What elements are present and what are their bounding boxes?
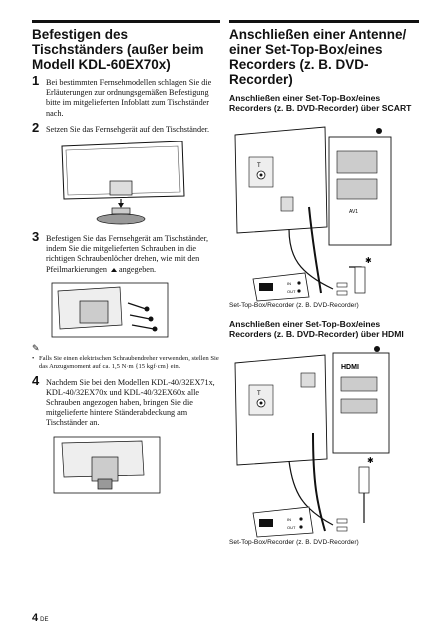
note-icon: ✎ (32, 342, 40, 353)
left-column: Befestigen des Tischständers (außer beim… (32, 20, 220, 495)
subheading-scart: Anschließen einer Set-Top-Box/eines Reco… (229, 93, 412, 113)
rear-cover-illustration (53, 436, 161, 494)
step-number: 1 (32, 73, 40, 88)
note-text: Falls Sie einen elektrischen Schraubendr… (32, 355, 220, 372)
step-number: 3 (32, 229, 40, 245)
screws-illustration (51, 282, 169, 338)
antenna-label: T (257, 163, 261, 169)
step-text: Befestigen Sie das Fernsehgerät am Tisch… (46, 234, 209, 274)
out-label: OUT (287, 525, 296, 530)
step-1: 1 Bei bestimmten Fernsehmodellen schlage… (32, 73, 220, 119)
hdmi-connection-diagram: T HDMI ✱ IN OUT (234, 346, 390, 538)
step-text: Setzen Sie das Fernsehgerät auf den Tisc… (46, 124, 210, 134)
step-text: Nachdem Sie bei den Modellen KDL-40/32EX… (46, 377, 215, 428)
section-rule (229, 20, 419, 23)
antenna-label: T (257, 391, 261, 397)
tv-stand-illustration (61, 141, 185, 225)
section-title-connect: Anschließen einer Antenne/ einer Set-Top… (229, 27, 407, 87)
subheading-hdmi: Anschließen einer Set-Top-Box/eines Reco… (229, 319, 404, 339)
step-text-end: angegeben. (119, 264, 157, 274)
section-rule (32, 20, 220, 23)
step-4: 4 Nachdem Sie bei den Modellen KDL-40/32… (32, 372, 220, 429)
svg-text:✱: ✱ (367, 456, 374, 465)
step-number: 2 (32, 119, 40, 135)
caption-scart-device: Set-Top-Box/Recorder (z. B. DVD-Recorder… (229, 302, 359, 309)
right-column: Anschließen einer Antenne/ einer Set-Top… (229, 20, 419, 546)
scart-connection-diagram: T AV1 ✱ IN OUT (234, 126, 392, 302)
step-2: 2 Setzen Sie das Fernsehgerät auf den Ti… (32, 119, 220, 135)
in-label: IN (287, 517, 291, 522)
page-number-value: 4 (32, 612, 39, 624)
av-label: AV1 (349, 209, 358, 215)
arrow-mark-icon (110, 267, 117, 272)
section-title-stand: Befestigen des Tischständers (außer beim… (32, 27, 204, 72)
page-language: DE (40, 617, 49, 623)
step-3: 3 Befestigen Sie das Fernsehgerät am Tis… (32, 229, 220, 275)
step-number: 4 (32, 372, 40, 388)
caption-hdmi-device: Set-Top-Box/Recorder (z. B. DVD-Recorder… (229, 539, 359, 546)
step-text: Bei bestimmten Fernsehmodellen schlagen … (46, 78, 212, 118)
in-label: IN (287, 281, 291, 286)
out-label: OUT (287, 289, 296, 294)
svg-text:✱: ✱ (365, 256, 372, 265)
hdmi-logo: HDMI (341, 364, 359, 371)
